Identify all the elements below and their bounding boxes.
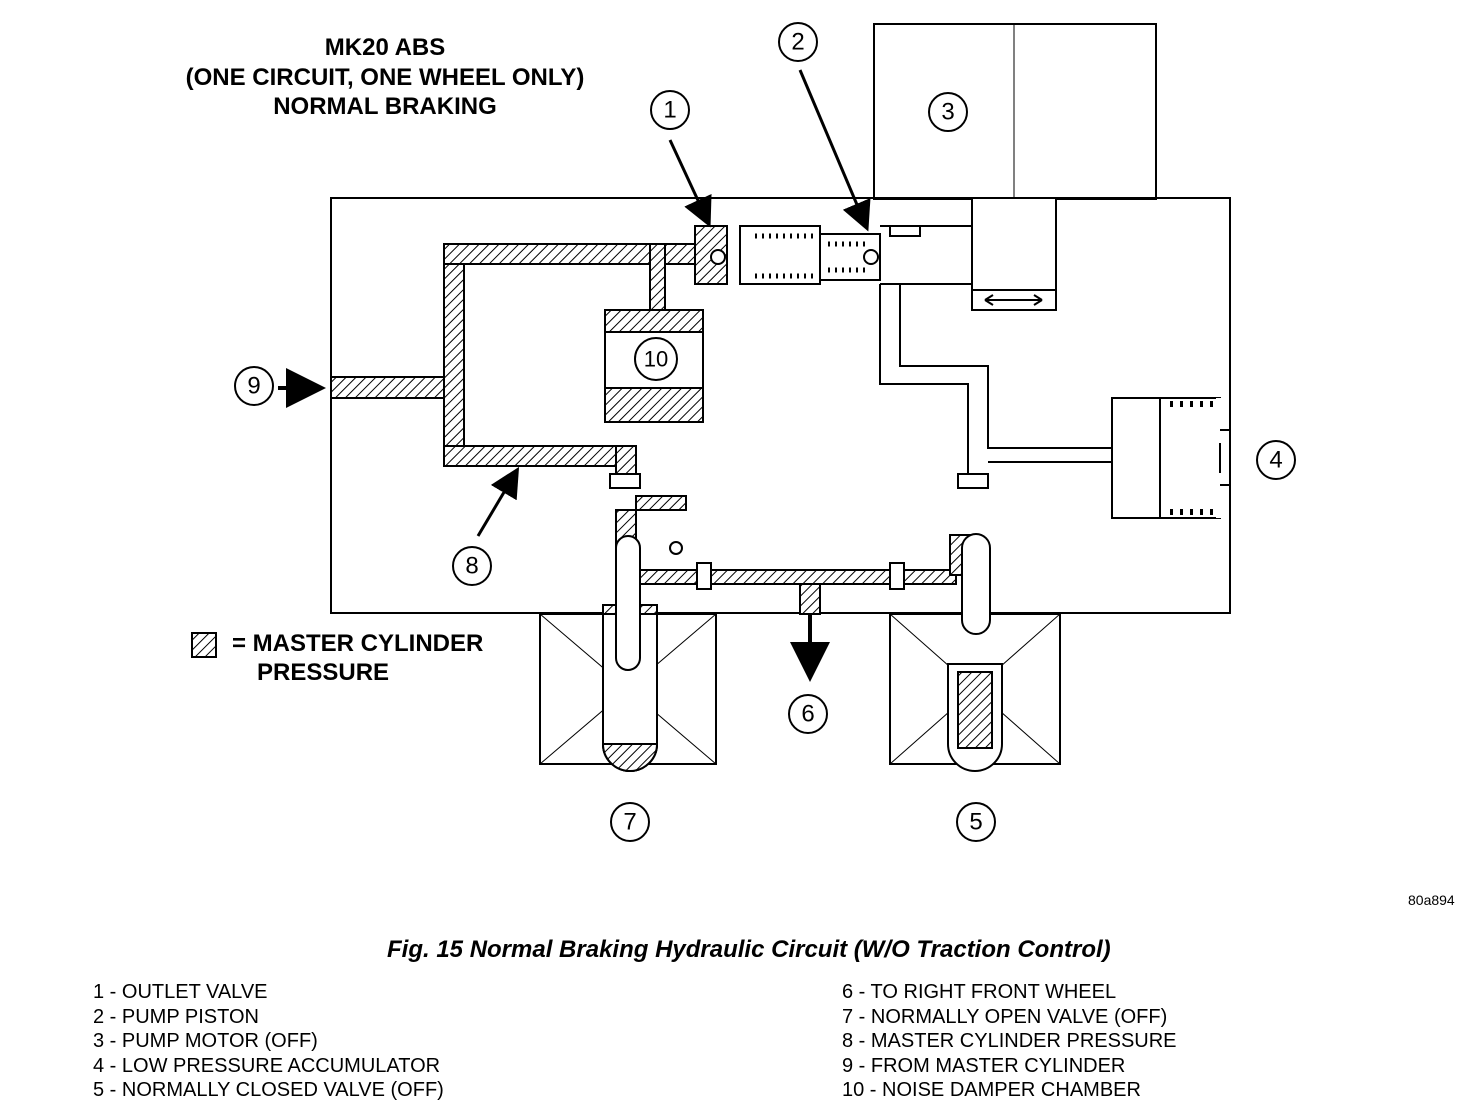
master-cylinder-pressure-channel [330, 225, 971, 672]
key-list-right: 6 - TO RIGHT FRONT WHEEL 7 - NORMALLY OP… [842, 980, 1177, 1103]
normally-closed-valve [889, 533, 1061, 772]
key-list-left: 1 - OUTLET VALVE 2 - PUMP PISTON 3 - PUM… [93, 980, 444, 1103]
key-item: 1 - OUTLET VALVE [93, 981, 268, 1003]
callout-3-label: 3 [941, 99, 954, 126]
flow-arrows [278, 368, 830, 682]
diagram-title-line-3: NORMAL BRAKING [273, 93, 497, 120]
callout-5-label: 5 [969, 809, 982, 836]
callout-6-circle [788, 694, 828, 734]
callout-6-label: 6 [801, 701, 814, 728]
key-item: 5 - NORMALLY CLOSED VALVE (OFF) [93, 1079, 444, 1101]
callout-1-circle [650, 90, 690, 130]
figure-reference-code: 80a894 [1408, 892, 1455, 908]
key-item: 8 - MASTER CYLINDER PRESSURE [842, 1030, 1177, 1052]
callout-3-circle [928, 92, 968, 132]
normally-open-valve [539, 535, 717, 772]
pump-eccentric [971, 197, 1057, 311]
figure-caption: Fig. 15 Normal Braking Hydraulic Circuit… [387, 936, 1111, 963]
callout-2-label: 2 [791, 29, 804, 56]
callout-2-circle [778, 22, 818, 62]
diagram-title-line-2: (ONE CIRCUIT, ONE WHEEL ONLY) [185, 64, 585, 91]
callout-10-label: 10 [644, 347, 668, 372]
callout-9-label: 9 [247, 373, 260, 400]
key-item: 6 - TO RIGHT FRONT WHEEL [842, 981, 1117, 1003]
callout-7-label: 7 [623, 809, 636, 836]
legend-label-line-2: PRESSURE [257, 659, 390, 686]
callout-10-circle [634, 337, 678, 381]
callout-7-circle [610, 802, 650, 842]
leader-arrows [476, 69, 871, 537]
callout-9-circle [234, 366, 274, 406]
callout-8-label: 8 [465, 553, 478, 580]
return-line [879, 284, 1112, 474]
valve-block-housing [330, 197, 1231, 614]
callout-1-label: 1 [663, 97, 676, 124]
legend-swatch [191, 632, 217, 658]
check-valves [609, 473, 989, 590]
callout-5-circle [956, 802, 996, 842]
key-item: 2 - PUMP PISTON [93, 1005, 259, 1028]
callout-4-circle [1256, 440, 1296, 480]
key-item: 9 - FROM MASTER CYLINDER [842, 1054, 1126, 1077]
pump-piston-chamber [710, 225, 972, 285]
key-item: 10 - NOISE DAMPER CHAMBER [842, 1079, 1141, 1101]
key-item: 3 - PUMP MOTOR (OFF) [93, 1030, 318, 1052]
diagram-title-line-1: MK20 ABS [324, 34, 446, 61]
legend-label-line-1: = MASTER CYLINDER [232, 630, 484, 657]
callout-8-circle [452, 546, 492, 586]
key-item: 7 - NORMALLY OPEN VALVE (OFF) [842, 1005, 1168, 1028]
callout-4-label: 4 [1269, 447, 1282, 474]
key-item: 4 - LOW PRESSURE ACCUMULATOR [93, 1054, 441, 1077]
low-pressure-accumulator [1111, 397, 1230, 519]
